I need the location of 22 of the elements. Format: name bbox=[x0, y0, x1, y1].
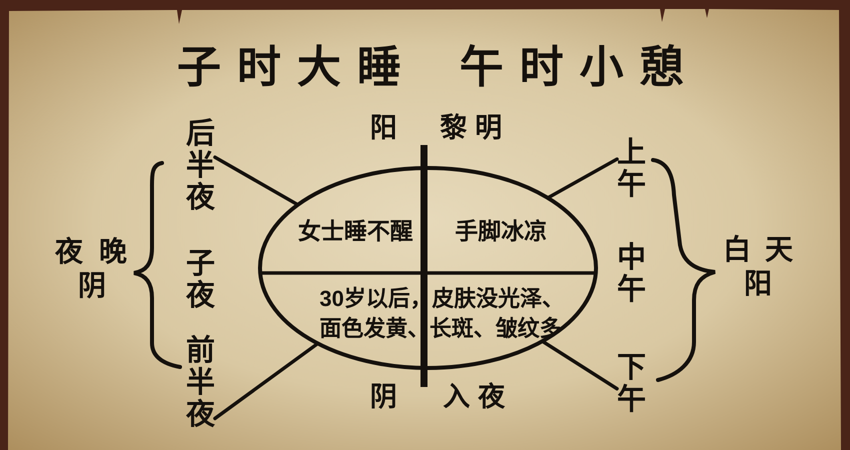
connector-line bbox=[213, 342, 320, 420]
yin-yang-label: 阴 bbox=[78, 271, 106, 302]
title: 子时大睡 午时小憩 bbox=[177, 44, 700, 92]
vertical-label: 前半夜 bbox=[186, 335, 215, 431]
time-label: 黎明 bbox=[440, 114, 510, 144]
vertical-label: 中午 bbox=[617, 242, 646, 306]
connector-line bbox=[546, 157, 619, 200]
time-label: 阳 bbox=[370, 114, 397, 144]
time-label: 阴 bbox=[370, 383, 397, 413]
period-label: 夜晚 bbox=[55, 237, 143, 268]
oval-diagram bbox=[258, 166, 598, 370]
vertical-label: 子夜 bbox=[186, 248, 215, 312]
quadrant-text: 女士睡不醒 bbox=[298, 220, 413, 246]
vertical-label: 上午 bbox=[617, 137, 646, 201]
vertical-label: 下午 bbox=[617, 352, 646, 416]
period-label: 白天 bbox=[723, 235, 807, 266]
quadrant-text: 手脚冰凉 bbox=[455, 220, 547, 246]
yin-yang-label: 阳 bbox=[744, 269, 772, 300]
vertical-label: 后半夜 bbox=[186, 118, 215, 214]
time-label: 入夜 bbox=[443, 383, 513, 413]
connector-line bbox=[540, 340, 619, 390]
connector-line bbox=[213, 156, 300, 207]
